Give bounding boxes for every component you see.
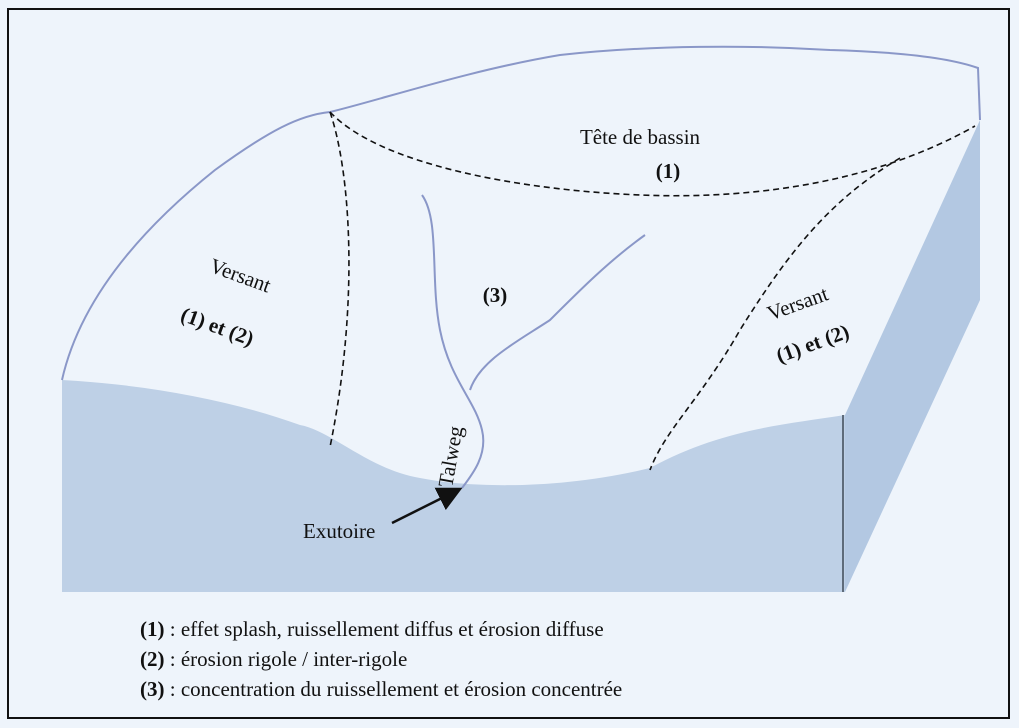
legend-item-2: (2) : érosion rigole / inter-rigole	[140, 644, 622, 674]
legend-text: : effet splash, ruissellement diffus et …	[164, 617, 604, 641]
legend-item-1: (1) : effet splash, ruissellement diffus…	[140, 614, 622, 644]
talweg-branch	[469, 234, 646, 391]
legend: (1) : effet splash, ruissellement diffus…	[140, 614, 622, 704]
center-number: (3)	[483, 283, 508, 307]
legend-number: (3)	[140, 677, 165, 701]
divide-line-left	[329, 111, 350, 448]
watershed-surface	[62, 46, 980, 486]
legend-text: : concentration du ruissellement et éros…	[164, 677, 623, 701]
talweg-main	[421, 194, 485, 489]
legend-number: (1)	[140, 617, 165, 641]
watershed-outline	[61, 45, 981, 381]
side-face	[845, 120, 980, 592]
front-face	[62, 380, 845, 592]
legend-item-3: (3) : concentration du ruissellement et …	[140, 674, 622, 704]
legend-number: (2)	[140, 647, 165, 671]
head-label: Tête de bassin	[580, 125, 701, 149]
head-number: (1)	[656, 159, 681, 183]
exutoire-arrow	[391, 487, 463, 525]
divide-line-top	[329, 111, 976, 197]
exutoire-label: Exutoire	[303, 519, 375, 543]
legend-text: : érosion rigole / inter-rigole	[164, 647, 408, 671]
